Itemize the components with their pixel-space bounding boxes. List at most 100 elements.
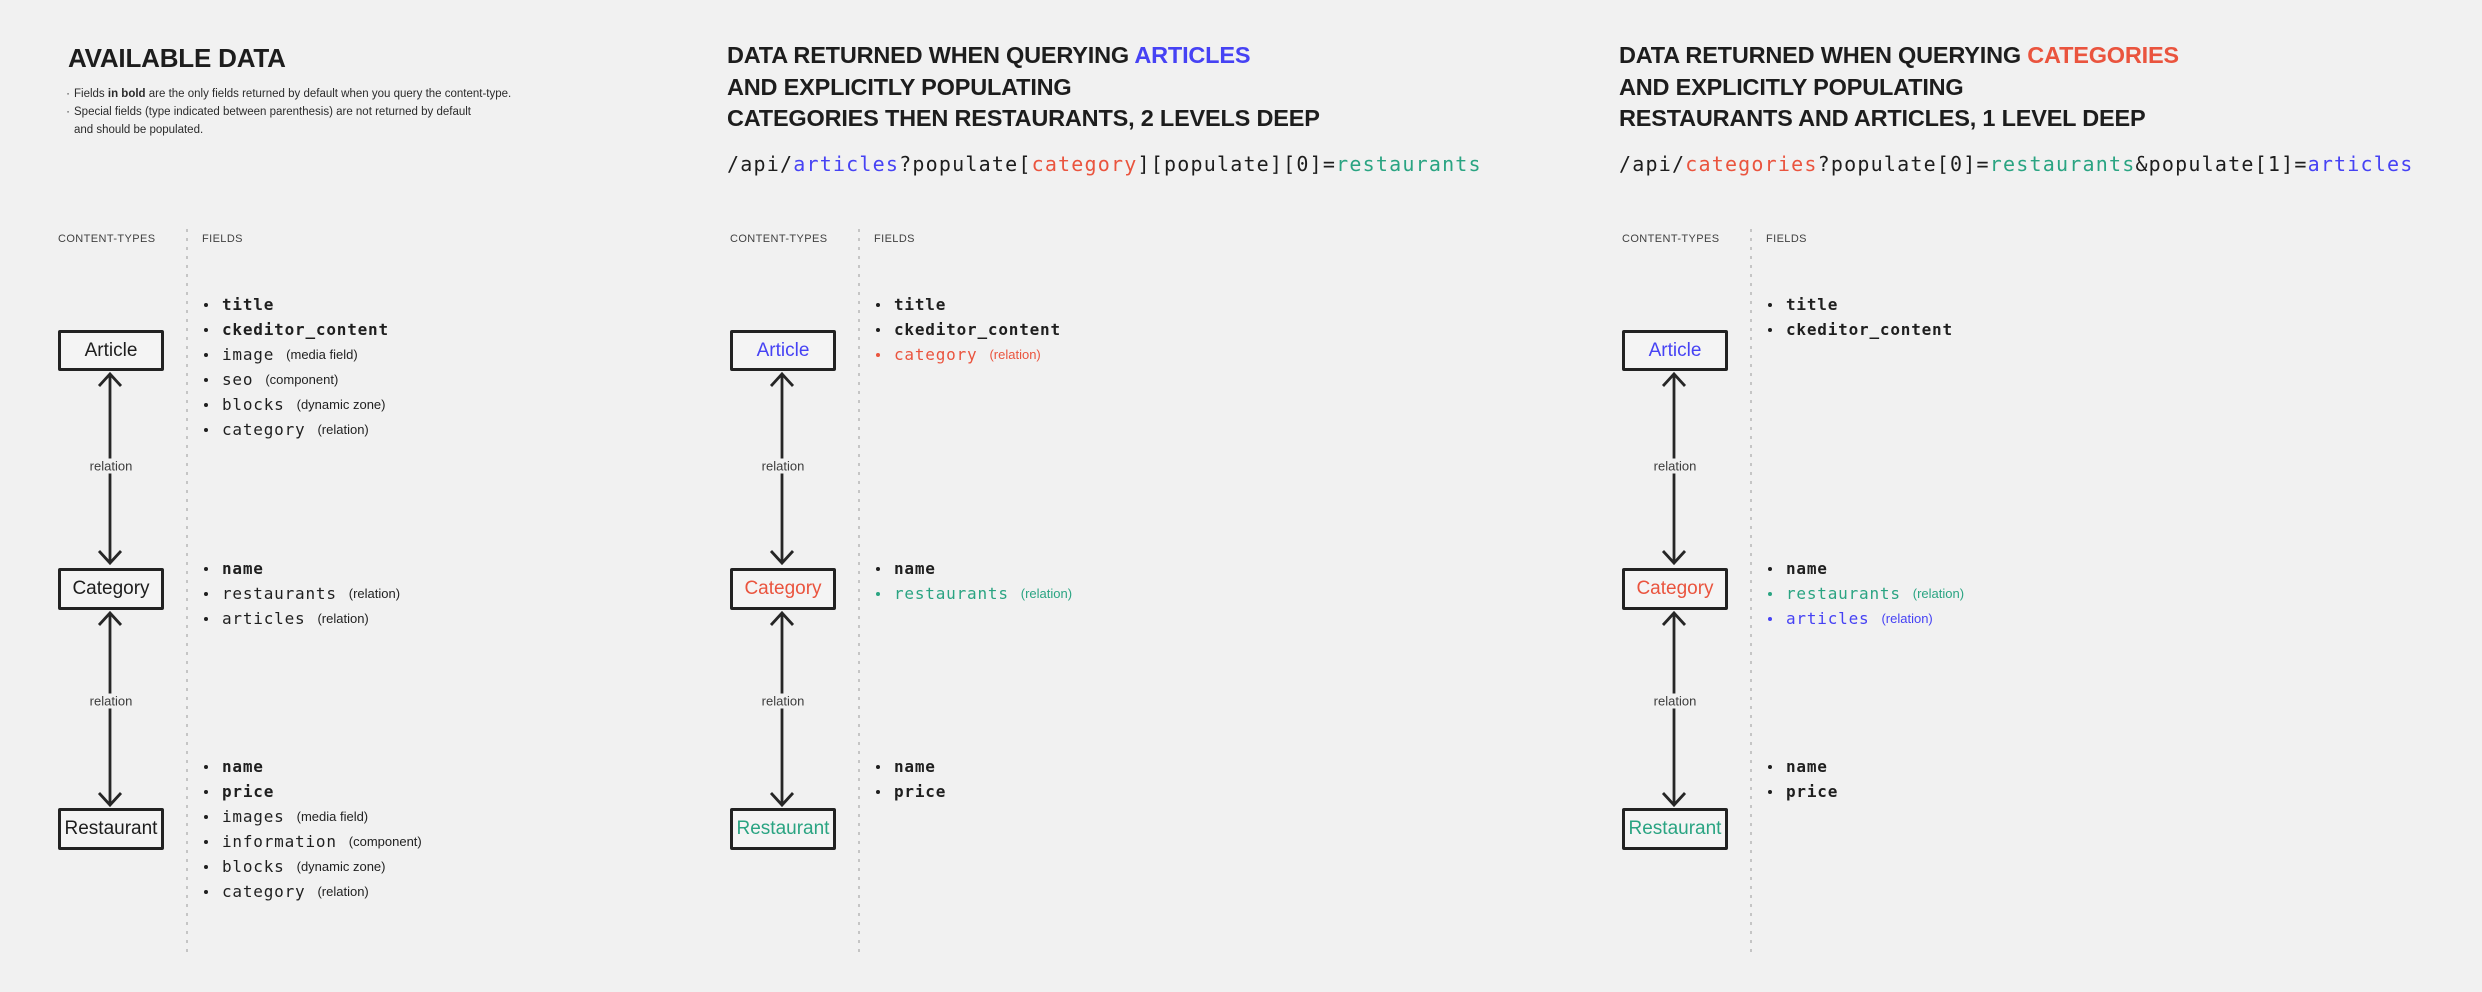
field-name: blocks	[222, 395, 285, 414]
field-name: restaurants	[1786, 584, 1901, 603]
fields-list-restaurant: name price	[1768, 754, 1850, 804]
note-bullet: ·	[66, 106, 70, 118]
field-name: ckeditor_content	[894, 320, 1061, 339]
field-name: blocks	[222, 857, 285, 876]
relation-label: relation	[84, 693, 138, 709]
page-title: DATA RETURNED WHEN QUERYING ARTICLES AND…	[727, 40, 1320, 135]
title-segment: AVAILABLE DATA	[68, 43, 286, 73]
field-item: name	[204, 754, 422, 779]
fields-list-category: name restaurants (relation) articles (rela…	[1768, 556, 1964, 631]
title-line: CATEGORIES THEN RESTAURANTS, 2 LEVELS DE…	[727, 103, 1320, 135]
panel-query-categories: DATA RETURNED WHEN QUERYING CATEGORIES A…	[1619, 0, 2412, 992]
bullet-dot	[204, 889, 208, 894]
relation-label: relation	[756, 693, 810, 709]
dotted-divider	[1750, 229, 1752, 958]
bullet-dot	[1768, 764, 1772, 769]
field-item: blocks (dynamic zone)	[204, 854, 422, 879]
node-label: Article	[1648, 339, 1702, 361]
fields-list-article: title ckeditor_content	[1768, 292, 1965, 342]
bullet-dot	[204, 402, 208, 407]
field-type: (dynamic zone)	[296, 859, 386, 874]
note-bullet: ·	[66, 88, 70, 100]
field-type: (dynamic zone)	[296, 397, 386, 412]
field-name: price	[1786, 782, 1839, 801]
panel-query-articles: DATA RETURNED WHEN QUERYING ARTICLES AND…	[727, 0, 1481, 992]
node-box-category: Category	[1622, 568, 1728, 610]
bullet-dot	[876, 764, 880, 769]
api-url: /api/categories?populate[0]=restaurants&…	[1619, 151, 2414, 177]
bullet-dot	[204, 427, 208, 432]
bullet-dot	[204, 789, 208, 794]
code-segment: restaurants	[1336, 152, 1482, 176]
field-type: (relation)	[317, 422, 369, 437]
field-name: restaurants	[222, 584, 337, 603]
panel-available-data: AVAILABLE DATA ·Fields in bold are the o…	[55, 0, 755, 992]
field-name: name	[1786, 757, 1828, 776]
node-label: Category	[1636, 578, 1714, 599]
node-box-restaurant: Restaurant	[730, 808, 836, 850]
field-name: category	[222, 882, 306, 901]
field-item: name	[1768, 754, 1850, 779]
field-item: restaurants(relation)	[204, 581, 400, 606]
field-item: ckeditor_content	[876, 317, 1073, 342]
column-header-content-types: CONTENT-TYPES	[58, 233, 156, 245]
title-segment: RESTAURANTS AND ARTICLES, 1 LEVEL DEEP	[1619, 105, 2146, 131]
code-segment: articles	[793, 152, 900, 176]
field-name: name	[222, 757, 264, 776]
field-name: restaurants	[894, 584, 1009, 603]
bullet-dot	[1768, 302, 1772, 307]
field-item: name	[876, 556, 1072, 581]
bullet-dot	[876, 591, 880, 596]
bullet-dot	[204, 352, 208, 357]
relation-label: relation	[1648, 458, 1702, 474]
relation-arrow	[97, 610, 123, 808]
bullet-dot	[1768, 789, 1772, 794]
field-type: (relation)	[1881, 611, 1933, 626]
note-text-bold: in bold	[107, 88, 146, 100]
field-item: name	[204, 556, 400, 581]
field-name: name	[894, 559, 936, 578]
bullet-dot	[1768, 566, 1772, 571]
node-box-article: Article	[730, 330, 836, 371]
field-item: ckeditor_content	[1768, 317, 1965, 342]
field-name: articles	[1786, 609, 1870, 628]
code-segment: /api/	[1619, 152, 1686, 176]
fields-list-article: title ckeditor_content image(media field…	[204, 292, 401, 442]
field-name: price	[894, 782, 947, 801]
bullet-dot	[876, 789, 880, 794]
title-line: DATA RETURNED WHEN QUERYING CATEGORIES	[1619, 40, 2179, 72]
title-segment-highlight: CATEGORIES	[2027, 42, 2179, 68]
node-label: Category	[72, 578, 150, 599]
api-url: /api/articles?populate[category][populat…	[727, 151, 1482, 177]
field-name: name	[222, 559, 264, 578]
bullet-dot	[1768, 591, 1772, 596]
node-label: Restaurant	[1628, 818, 1722, 839]
note-text: are the only fields returned by default …	[145, 88, 512, 100]
field-name: information	[222, 832, 337, 851]
node-label: Restaurant	[736, 818, 830, 839]
node-box-article: Article	[1622, 330, 1728, 371]
bullet-dot	[204, 591, 208, 596]
field-name: category	[894, 345, 978, 364]
code-segment: ?populate[	[899, 152, 1032, 176]
field-type: (media field)	[286, 347, 358, 362]
field-item: images(media field)	[204, 804, 422, 829]
note-text: and should be populated.	[74, 124, 204, 136]
field-item: articles (relation)	[1768, 606, 1964, 631]
code-segment: /api/	[727, 152, 794, 176]
field-item: information(component)	[204, 829, 422, 854]
code-segment: &populate[1]=	[2135, 152, 2308, 176]
node-box-category: Category	[730, 568, 836, 610]
page-title: AVAILABLE DATA	[68, 42, 286, 74]
field-item: name	[1768, 556, 1964, 581]
field-name: seo	[222, 370, 254, 389]
code-segment: categories	[1685, 152, 1818, 176]
fields-list-restaurant: name price images(media field) informati…	[204, 754, 422, 904]
field-item: price	[876, 779, 958, 804]
relation-label: relation	[84, 458, 138, 474]
dotted-divider	[858, 229, 860, 958]
note-item: ·Fields in bold are the only fields retu…	[62, 85, 511, 103]
node-label: Article	[756, 339, 810, 361]
field-name: image	[222, 345, 275, 364]
